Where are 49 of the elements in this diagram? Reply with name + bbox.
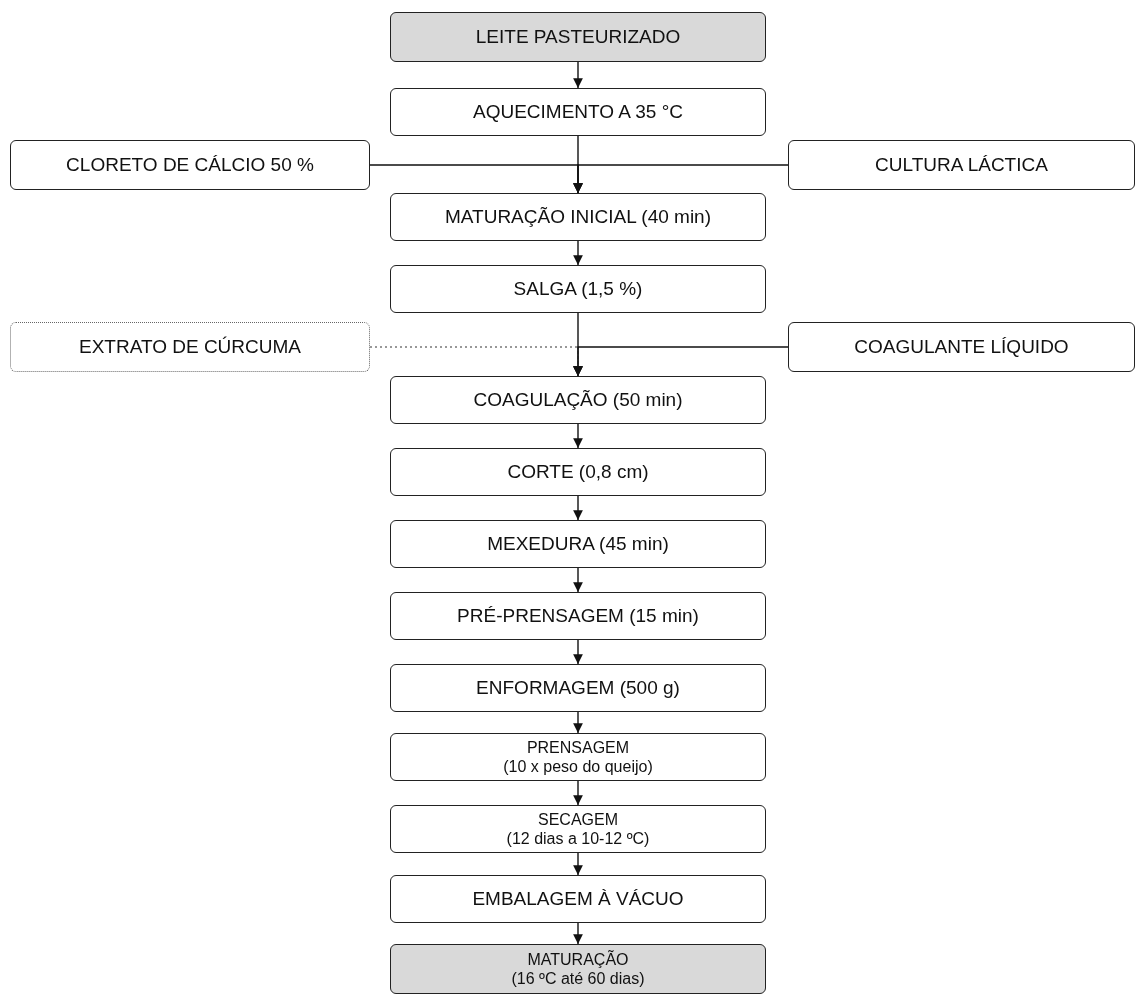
arrow (573, 780, 583, 806)
process-box (788, 140, 1135, 190)
step-label: COAGULANTE LÍQUIDO (854, 336, 1069, 358)
step-detail: (12 dias a 10-12 ºC) (506, 829, 650, 849)
arrow (573, 495, 583, 521)
step-label: MATURAÇÃO INICIAL (40 min) (444, 206, 711, 228)
arrow (573, 922, 583, 945)
step-detail: (10 x peso do queijo) (503, 757, 653, 777)
process-box (390, 376, 766, 424)
process-box (390, 193, 766, 241)
step-label: EMBALAGEM À VÁCUO (472, 888, 684, 910)
arrow (573, 61, 583, 89)
process-box (390, 448, 766, 496)
arrow (573, 240, 583, 266)
process-box (390, 733, 766, 781)
process-box (390, 88, 766, 136)
process-box (390, 805, 766, 853)
step-label: CORTE (0,8 cm) (507, 461, 649, 483)
step-label: CLORETO DE CÁLCIO 50 % (66, 154, 314, 176)
step-label: COAGULAÇÃO (50 min) (473, 389, 683, 411)
arrow (573, 164, 789, 194)
step-label: ENFORMAGEM (500 g) (476, 677, 680, 699)
step-title: PRENSAGEM (526, 737, 630, 757)
arrow (573, 852, 583, 876)
step-label: PRÉ-PRENSAGEM (15 min) (457, 605, 699, 627)
step-label: MEXEDURA (45 min) (487, 533, 669, 555)
step-label: EXTRATO DE CÚRCUMA (78, 336, 301, 358)
process-box (10, 322, 370, 372)
process-box (788, 322, 1135, 372)
step-title: SECAGEM (538, 809, 618, 829)
step-label: SALGA (1,5 %) (513, 278, 643, 300)
step-label: AQUECIMENTO A 35 °C (473, 101, 683, 123)
arrow (573, 639, 583, 665)
step-label: CULTURA LÁCTICA (875, 154, 1048, 176)
process-box (390, 592, 766, 640)
process-box (390, 875, 766, 923)
process-box (390, 265, 766, 313)
process-box (10, 140, 370, 190)
step-label: LEITE PASTEURIZADO (475, 26, 681, 48)
arrow (573, 567, 583, 593)
step-title: MATURAÇÃO (527, 949, 629, 969)
process-box (390, 520, 766, 568)
process-box (390, 944, 766, 994)
process-box (390, 12, 766, 62)
step-detail: (16 ºC até 60 dias) (511, 969, 645, 989)
arrow (573, 711, 583, 734)
arrow (573, 346, 789, 377)
arrow (573, 423, 583, 449)
process-box (390, 664, 766, 712)
